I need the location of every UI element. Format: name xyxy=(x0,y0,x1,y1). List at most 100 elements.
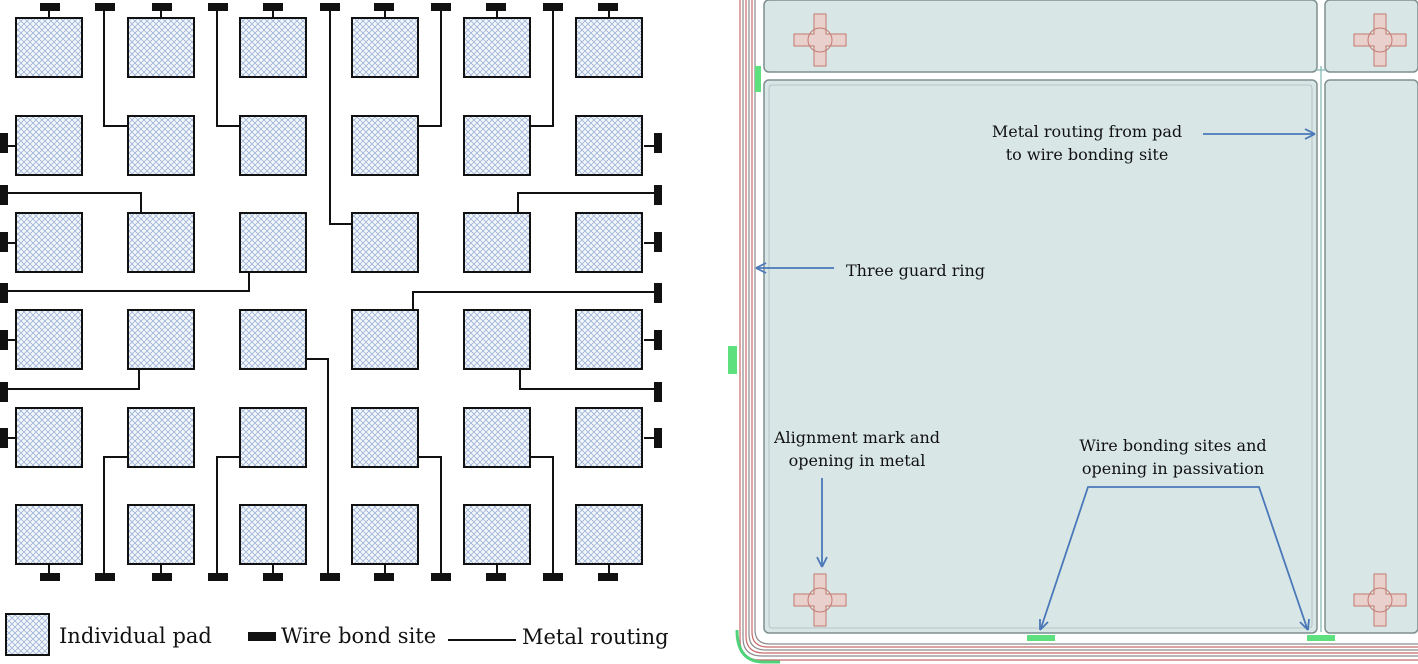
individual-pad xyxy=(463,407,531,468)
wire-bond-site xyxy=(152,3,172,11)
legend-bond-label: Wire bond site xyxy=(281,624,436,648)
wire-bond-site xyxy=(0,382,8,402)
die-right xyxy=(1324,79,1418,634)
metal-route xyxy=(216,8,239,127)
individual-pad xyxy=(351,17,419,78)
individual-pad xyxy=(15,309,83,370)
metal-route xyxy=(419,456,442,577)
die-top-left xyxy=(763,0,1318,73)
wire-bond-site xyxy=(654,232,662,252)
wire-bond-site xyxy=(320,3,340,11)
individual-pad xyxy=(15,212,83,273)
wire-bond-site xyxy=(208,3,228,11)
individual-pad xyxy=(239,504,307,565)
individual-pad xyxy=(575,115,643,176)
metal-route xyxy=(307,358,329,577)
pad-grid xyxy=(8,8,654,576)
individual-pad xyxy=(463,17,531,78)
metal-route xyxy=(4,272,250,292)
individual-pad xyxy=(575,407,643,468)
wire-bond-site xyxy=(0,133,8,153)
wire-bond-site xyxy=(431,3,451,11)
individual-pad xyxy=(239,212,307,273)
metal-route xyxy=(4,192,142,213)
individual-pad xyxy=(239,407,307,468)
alignment-annotation-line2: opening in metal xyxy=(789,451,926,470)
bonding-arrow xyxy=(1040,486,1308,629)
individual-pad xyxy=(15,115,83,176)
wire-bond-site xyxy=(654,330,662,350)
wire-bond-site xyxy=(654,428,662,448)
individual-pad xyxy=(575,309,643,370)
metal-route xyxy=(412,291,658,310)
individual-pad xyxy=(127,309,195,370)
wire-bond-site xyxy=(654,382,662,402)
wire-bond-site xyxy=(320,573,340,581)
individual-pad xyxy=(15,17,83,78)
metal-route xyxy=(419,8,442,127)
metal-route xyxy=(531,8,554,127)
metal-route xyxy=(103,456,127,577)
individual-pad xyxy=(463,212,531,273)
individual-pad xyxy=(575,212,643,273)
individual-pad xyxy=(127,115,195,176)
alignment-annotation-line1: Alignment mark and xyxy=(773,428,940,447)
alignment-mark xyxy=(793,573,847,627)
individual-pad xyxy=(463,309,531,370)
wire-bond-site xyxy=(374,3,394,11)
bond-opening-bottom xyxy=(1027,635,1055,641)
alignment-marks xyxy=(793,13,1407,627)
wire-bond-site xyxy=(598,3,618,11)
wire-bond-site xyxy=(486,3,506,11)
metal-routing-group xyxy=(4,8,658,577)
wire-bond-site xyxy=(263,3,283,11)
guard-ring-annotation: Three guard ring xyxy=(846,261,985,280)
individual-pad xyxy=(351,212,419,273)
metal-route xyxy=(531,456,554,577)
bond-opening-left-upper xyxy=(755,66,761,92)
individual-pad xyxy=(351,407,419,468)
die-layout-view: Metal routing from pad to wire bonding s… xyxy=(728,0,1418,664)
metal-route xyxy=(216,456,239,577)
wire-bond-site xyxy=(0,330,8,350)
wire-bond-site xyxy=(654,185,662,205)
wire-bond-site xyxy=(486,573,506,581)
die-main xyxy=(763,79,1318,634)
individual-pad xyxy=(351,309,419,370)
alignment-mark xyxy=(1353,13,1407,67)
legend-pad-swatch xyxy=(5,613,50,656)
alignment-mark xyxy=(793,13,847,67)
individual-pad xyxy=(575,504,643,565)
routing-annotation-line2: to wire bonding site xyxy=(1006,145,1169,164)
bonding-annotation-line1: Wire bonding sites and xyxy=(1079,436,1266,455)
bond-opening-corner xyxy=(1307,635,1335,641)
bonding-annotation-line2: opening in passivation xyxy=(1082,459,1264,478)
routing-annotation-line1: Metal routing from pad xyxy=(992,122,1182,141)
wire-bond-site xyxy=(0,185,8,205)
wire-bond-site xyxy=(0,428,8,448)
wire-bond-site xyxy=(543,3,563,11)
individual-pad xyxy=(351,115,419,176)
individual-pad xyxy=(575,17,643,78)
alignment-mark xyxy=(1353,573,1407,627)
individual-pad xyxy=(463,115,531,176)
individual-pad xyxy=(127,212,195,273)
metal-route xyxy=(517,192,658,213)
legend-route-label: Metal routing xyxy=(522,625,669,649)
pad-array-schematic: Individual pad Wire bond site Metal rout… xyxy=(0,3,669,656)
individual-pad xyxy=(239,115,307,176)
individual-pad xyxy=(463,504,531,565)
bond-opening-left-mid xyxy=(728,346,737,374)
wire-bond-site xyxy=(152,573,172,581)
wire-bond-site xyxy=(40,3,60,11)
metal-route xyxy=(329,8,351,225)
individual-pad xyxy=(15,407,83,468)
wire-bond-site xyxy=(598,573,618,581)
wire-bond-site xyxy=(263,573,283,581)
metal-route xyxy=(103,8,127,127)
metal-route xyxy=(4,369,140,390)
individual-pad xyxy=(239,309,307,370)
guard-rings xyxy=(735,0,1418,664)
wire-bond-site xyxy=(654,133,662,153)
